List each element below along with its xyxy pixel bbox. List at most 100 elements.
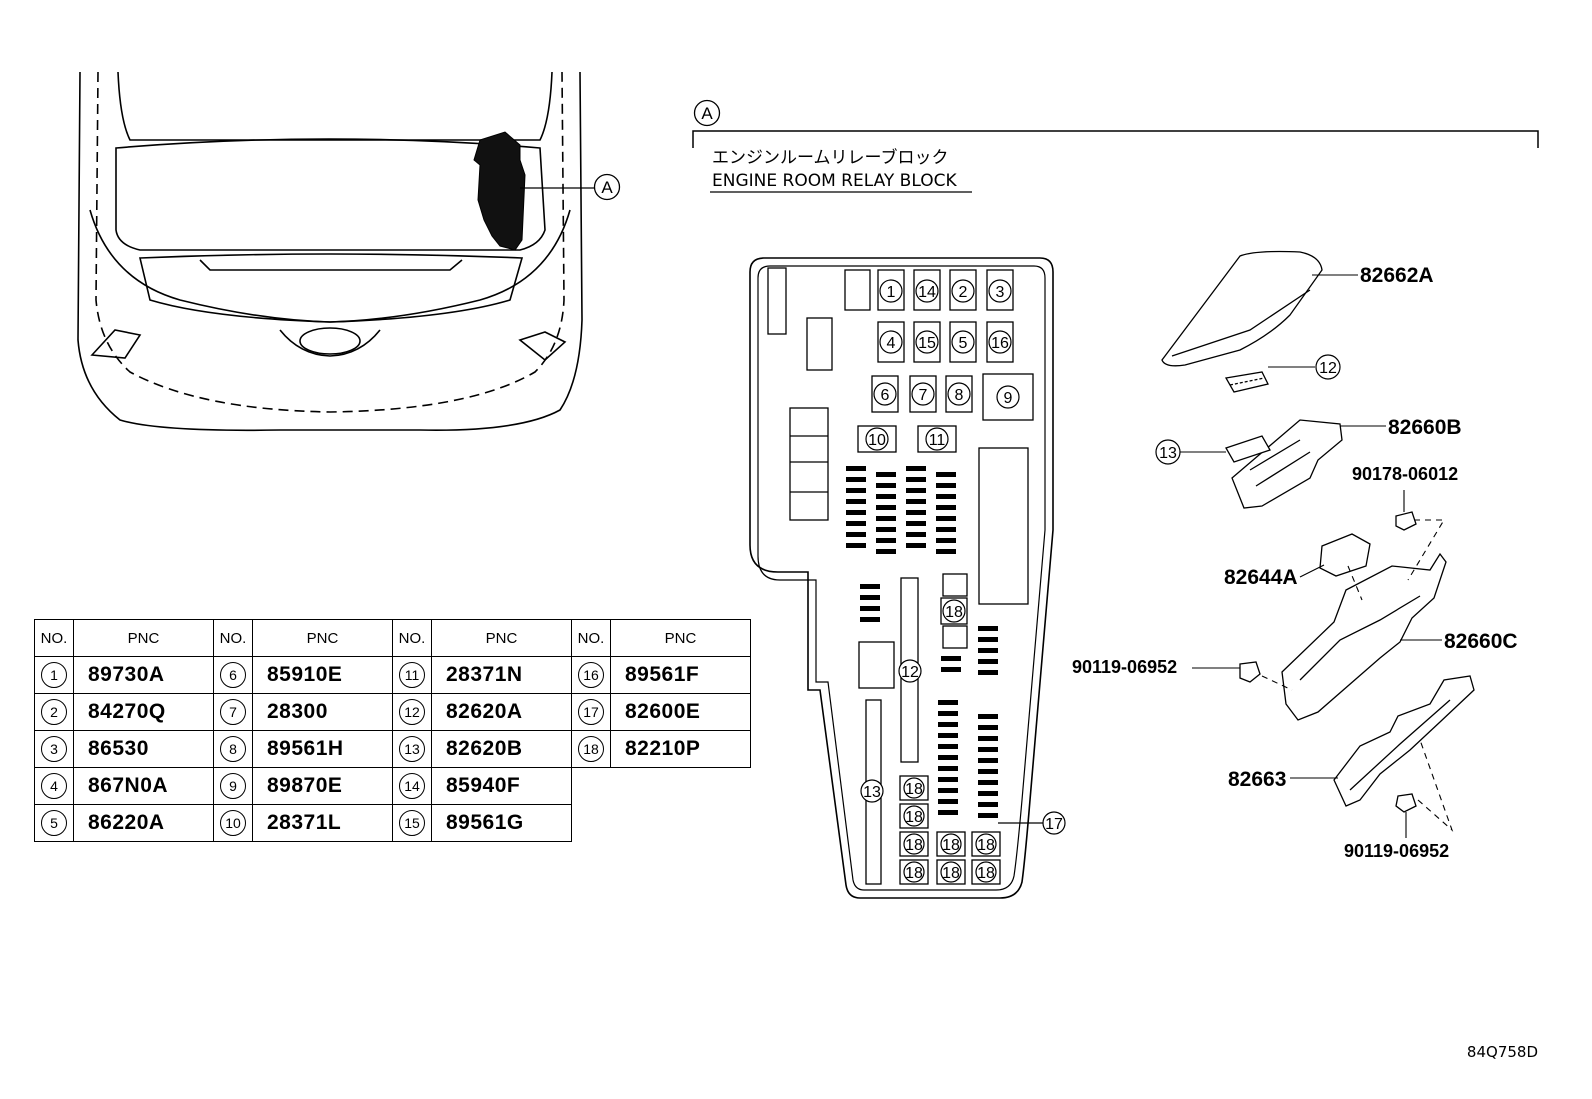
svg-text:8: 8	[955, 387, 964, 404]
section-title-en: ENGINE ROOM RELAY BLOCK	[712, 171, 957, 191]
row-pnc: 86530	[73, 730, 214, 768]
exploded-number-callouts: 12 13	[1155, 354, 1341, 465]
row-number: 1	[34, 656, 74, 694]
svg-text:18: 18	[945, 604, 963, 621]
svg-text:18: 18	[977, 865, 995, 882]
header-pnc: PNC	[431, 619, 572, 657]
header-no: NO.	[392, 619, 432, 657]
row-number: 8	[213, 730, 253, 768]
table-row: 2 84270Q 7 28300 12 82620A 17 82600E	[34, 693, 751, 731]
svg-text:13: 13	[863, 784, 881, 801]
section-bracket	[692, 130, 1539, 148]
header-pnc: PNC	[610, 619, 751, 657]
svg-text:5: 5	[959, 335, 968, 352]
row-number: 15	[392, 804, 432, 842]
svg-text:2: 2	[959, 284, 968, 301]
part-label-82663: 82663	[1228, 768, 1286, 791]
view-a-marker-label: A	[701, 104, 713, 123]
svg-text:11: 11	[929, 432, 946, 449]
header-no: NO.	[213, 619, 253, 657]
row-pnc: 89561F	[610, 656, 751, 694]
relay-block-location-marker	[473, 131, 526, 251]
row-number: 18	[571, 730, 611, 768]
svg-text:14: 14	[918, 284, 936, 301]
row-pnc: 89561G	[431, 804, 572, 842]
row-pnc: 28300	[252, 693, 393, 731]
table-row: 4 867N0A 9 89870E 14 85940F	[34, 767, 751, 805]
row-number: 11	[392, 656, 432, 694]
svg-text:18: 18	[942, 865, 960, 882]
header-no: NO.	[571, 619, 611, 657]
svg-text:15: 15	[918, 335, 936, 352]
svg-text:18: 18	[905, 809, 923, 826]
part-label-90119-06952-bottom: 90119-06952	[1344, 841, 1449, 861]
svg-text:3: 3	[996, 284, 1005, 301]
part-label-82644a: 82644A	[1224, 566, 1298, 589]
row-number: 17	[571, 693, 611, 731]
svg-text:18: 18	[977, 837, 995, 854]
table-header-row: NO. PNC NO. PNC NO. PNC NO. PNC	[34, 619, 751, 657]
svg-text:17: 17	[1045, 816, 1063, 833]
table-row: 1 89730A 6 85910E 11 28371N 16 89561F	[34, 656, 751, 694]
row-number: 13	[392, 730, 432, 768]
part-label-90119-06952-left: 90119-06952	[1072, 657, 1177, 677]
exploded-parts	[1161, 250, 1475, 813]
row-pnc: 82620A	[431, 693, 572, 731]
row-number: 4	[34, 767, 74, 805]
svg-text:9: 9	[1004, 390, 1013, 407]
row-pnc: 82620B	[431, 730, 572, 768]
table-row: 3 86530 8 89561H 13 82620B 18 82210P	[34, 730, 751, 768]
header-pnc: PNC	[252, 619, 393, 657]
part-label-82662a: 82662A	[1360, 264, 1434, 287]
relay-block-number-callouts: 1 14 2 3 4 15 5 16 6 7 8 9 10 11 12 13 1…	[860, 279, 1066, 883]
row-pnc: 85910E	[252, 656, 393, 694]
svg-text:12: 12	[1319, 360, 1337, 377]
row-pnc: 89730A	[73, 656, 214, 694]
row-number: 7	[213, 693, 253, 731]
svg-text:18: 18	[905, 781, 923, 798]
row-pnc: 86220A	[73, 804, 214, 842]
svg-text:16: 16	[991, 335, 1009, 352]
row-pnc: 28371N	[431, 656, 572, 694]
row-number: 5	[34, 804, 74, 842]
relay-block-outline	[749, 257, 1054, 899]
row-number: 2	[34, 693, 74, 731]
part-label-82660b: 82660B	[1388, 416, 1462, 439]
svg-text:18: 18	[905, 865, 923, 882]
svg-text:12: 12	[901, 664, 919, 681]
svg-text:1: 1	[887, 284, 896, 301]
row-pnc: 28371L	[252, 804, 393, 842]
svg-text:18: 18	[942, 837, 960, 854]
row-number: 9	[213, 767, 253, 805]
row-pnc: 85940F	[431, 767, 572, 805]
row-pnc: 89870E	[252, 767, 393, 805]
part-label-82660c: 82660C	[1444, 630, 1518, 653]
row-number: 12	[392, 693, 432, 731]
row-pnc: 82210P	[610, 730, 751, 768]
mini-fuse-bars	[846, 466, 998, 818]
part-label-90178-06012: 90178-06012	[1352, 464, 1458, 484]
row-pnc: 867N0A	[73, 767, 214, 805]
row-number: 14	[392, 767, 432, 805]
view-a-marker	[693, 99, 721, 127]
row-pnc: 82600E	[610, 693, 751, 731]
row-number: 10	[213, 804, 253, 842]
section-title-jp: エンジンルームリレーブロック	[712, 147, 948, 168]
svg-text:6: 6	[881, 387, 890, 404]
row-number: 6	[213, 656, 253, 694]
header-no: NO.	[34, 619, 74, 657]
empty-cell	[572, 768, 751, 805]
svg-text:4: 4	[887, 335, 896, 352]
row-pnc: 89561H	[252, 730, 393, 768]
row-pnc: 84270Q	[73, 693, 214, 731]
row-number: 16	[571, 656, 611, 694]
header-pnc: PNC	[73, 619, 214, 657]
car-front-view	[77, 71, 583, 432]
row-number: 3	[34, 730, 74, 768]
svg-text:7: 7	[919, 387, 928, 404]
figure-id: 84Q758D	[1467, 1043, 1538, 1061]
empty-cell	[572, 805, 751, 842]
svg-text:10: 10	[868, 432, 886, 449]
view-a-callout	[593, 173, 621, 201]
